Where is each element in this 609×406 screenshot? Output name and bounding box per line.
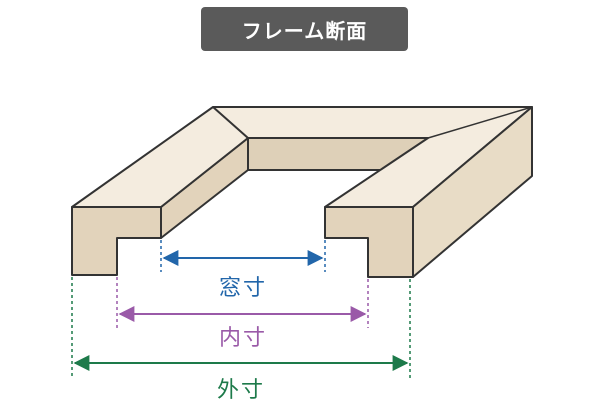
outer-size-label: 外寸 [216, 378, 266, 403]
left-section [71, 206, 162, 276]
right-section [324, 206, 414, 278]
mitre-right [427, 106, 533, 139]
frame-3d [71, 106, 533, 278]
title-badge: フレーム断面 [201, 7, 408, 51]
page-title: フレーム断面 [241, 18, 368, 43]
mitre-left [212, 106, 249, 139]
extension-lines [71, 240, 411, 378]
inner-size-label: 内寸 [218, 326, 268, 351]
window-size-label: 窓寸 [218, 276, 268, 301]
